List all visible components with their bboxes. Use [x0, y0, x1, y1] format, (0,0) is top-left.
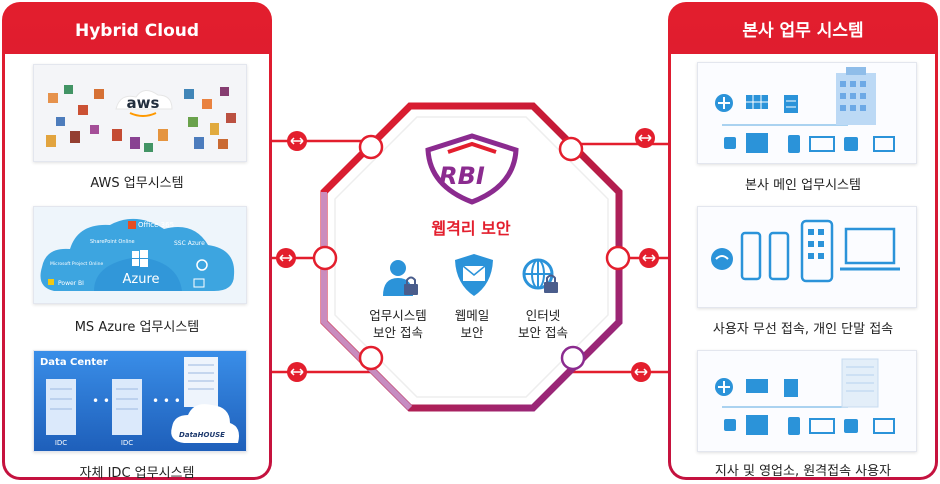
rbi-logo-text: RBI [439, 162, 485, 190]
hq-systems-panel: 본사 업무 시스템 [668, 2, 938, 480]
globe-lock-icon [522, 258, 558, 293]
node-right-mid [605, 245, 631, 271]
azure-card: Office 365 SharePoint Online SSC Azure M… [33, 206, 247, 304]
azure-cloud-icon: Office 365 SharePoint Online SSC Azure M… [34, 207, 246, 303]
idc-label-2: IDC [121, 439, 133, 447]
user-lock-icon [383, 260, 418, 296]
feature-2-line2: 보안 [460, 325, 484, 340]
node-right-bottom [560, 345, 586, 371]
ssc-azure-label: SSC Azure [174, 240, 205, 247]
feature-3-line1: 인터넷 [526, 308, 561, 323]
connector-badge-left-mid [276, 248, 296, 268]
office365-label: Office 365 [138, 221, 174, 229]
idc-caption: 자체 IDC 업무시스템 [79, 466, 195, 481]
hq-systems-title: 본사 업무 시스템 [742, 21, 864, 41]
aws-logo-text: aws [127, 94, 160, 112]
branch-caption: 지사 및 영업소, 원격접속 사용자 [714, 464, 892, 479]
power-bi-label: Power BI [58, 280, 84, 287]
hq-network-icon [715, 67, 895, 153]
connector-badge-right-top [635, 128, 655, 148]
hybrid-cloud-panel-body: aws AWS 업무시스템 Office 365 SharePoint Onli… [5, 54, 269, 481]
aws-services-icon: aws [34, 65, 246, 161]
feature-2-line1: 웹메일 [455, 308, 490, 323]
node-right-top [558, 136, 584, 162]
wireless-card [697, 206, 917, 308]
idc-label-1: IDC [55, 439, 67, 447]
hq-main-caption: 본사 메인 업무시스템 [745, 178, 861, 193]
mail-shield-icon [455, 254, 493, 296]
connector-badge-left-top [287, 131, 307, 151]
project-online-label: Microsoft Project Online [50, 261, 103, 267]
mobile-devices-icon [711, 219, 900, 283]
node-left-top [358, 134, 384, 160]
web-isolation-title: 웹격리 보안 [431, 219, 510, 238]
branch-card [697, 350, 917, 452]
connector-badge-left-bottom [287, 362, 307, 382]
idc-card: Data Center IDC • • • IDC • • • Da [33, 350, 247, 452]
feature-1-line1: 업무시스템 [369, 308, 427, 323]
branch-network-icon [715, 358, 895, 435]
hq-systems-panel-body: 본사 메인 업무시스템 사용자 무선 접속, 개인 단말 접속 [671, 54, 935, 479]
hq-main-card [697, 62, 917, 164]
connector-badge-right-bottom [631, 362, 651, 382]
feature-3-line2: 보안 접속 [518, 325, 568, 340]
hybrid-cloud-panel: Hybrid Cloud [2, 2, 272, 481]
sharepoint-label: SharePoint Online [90, 239, 135, 245]
idc-rack-icon [112, 379, 142, 435]
node-left-mid [312, 245, 338, 271]
azure-logo-text: Azure [122, 272, 159, 287]
idc-rack-icon [46, 379, 76, 435]
rbi-shield-logo: RBI [425, 133, 519, 205]
svg-text:• • •: • • • [152, 394, 181, 408]
hybrid-cloud-title: Hybrid Cloud [74, 21, 200, 41]
datahouse-logo: DataHOUSE [179, 431, 225, 439]
connector-badge-right-mid [639, 248, 659, 268]
data-center-icon: Data Center IDC • • • IDC • • • Da [34, 351, 246, 451]
node-left-bottom [358, 345, 384, 371]
wireless-caption: 사용자 무선 접속, 개인 단말 접속 [712, 322, 894, 337]
aws-card: aws [33, 64, 247, 162]
data-center-label: Data Center [40, 357, 108, 368]
azure-caption: MS Azure 업무시스템 [74, 320, 200, 335]
aws-caption: AWS 업무시스템 [90, 176, 184, 191]
feature-1-line2: 보안 접속 [373, 325, 423, 340]
